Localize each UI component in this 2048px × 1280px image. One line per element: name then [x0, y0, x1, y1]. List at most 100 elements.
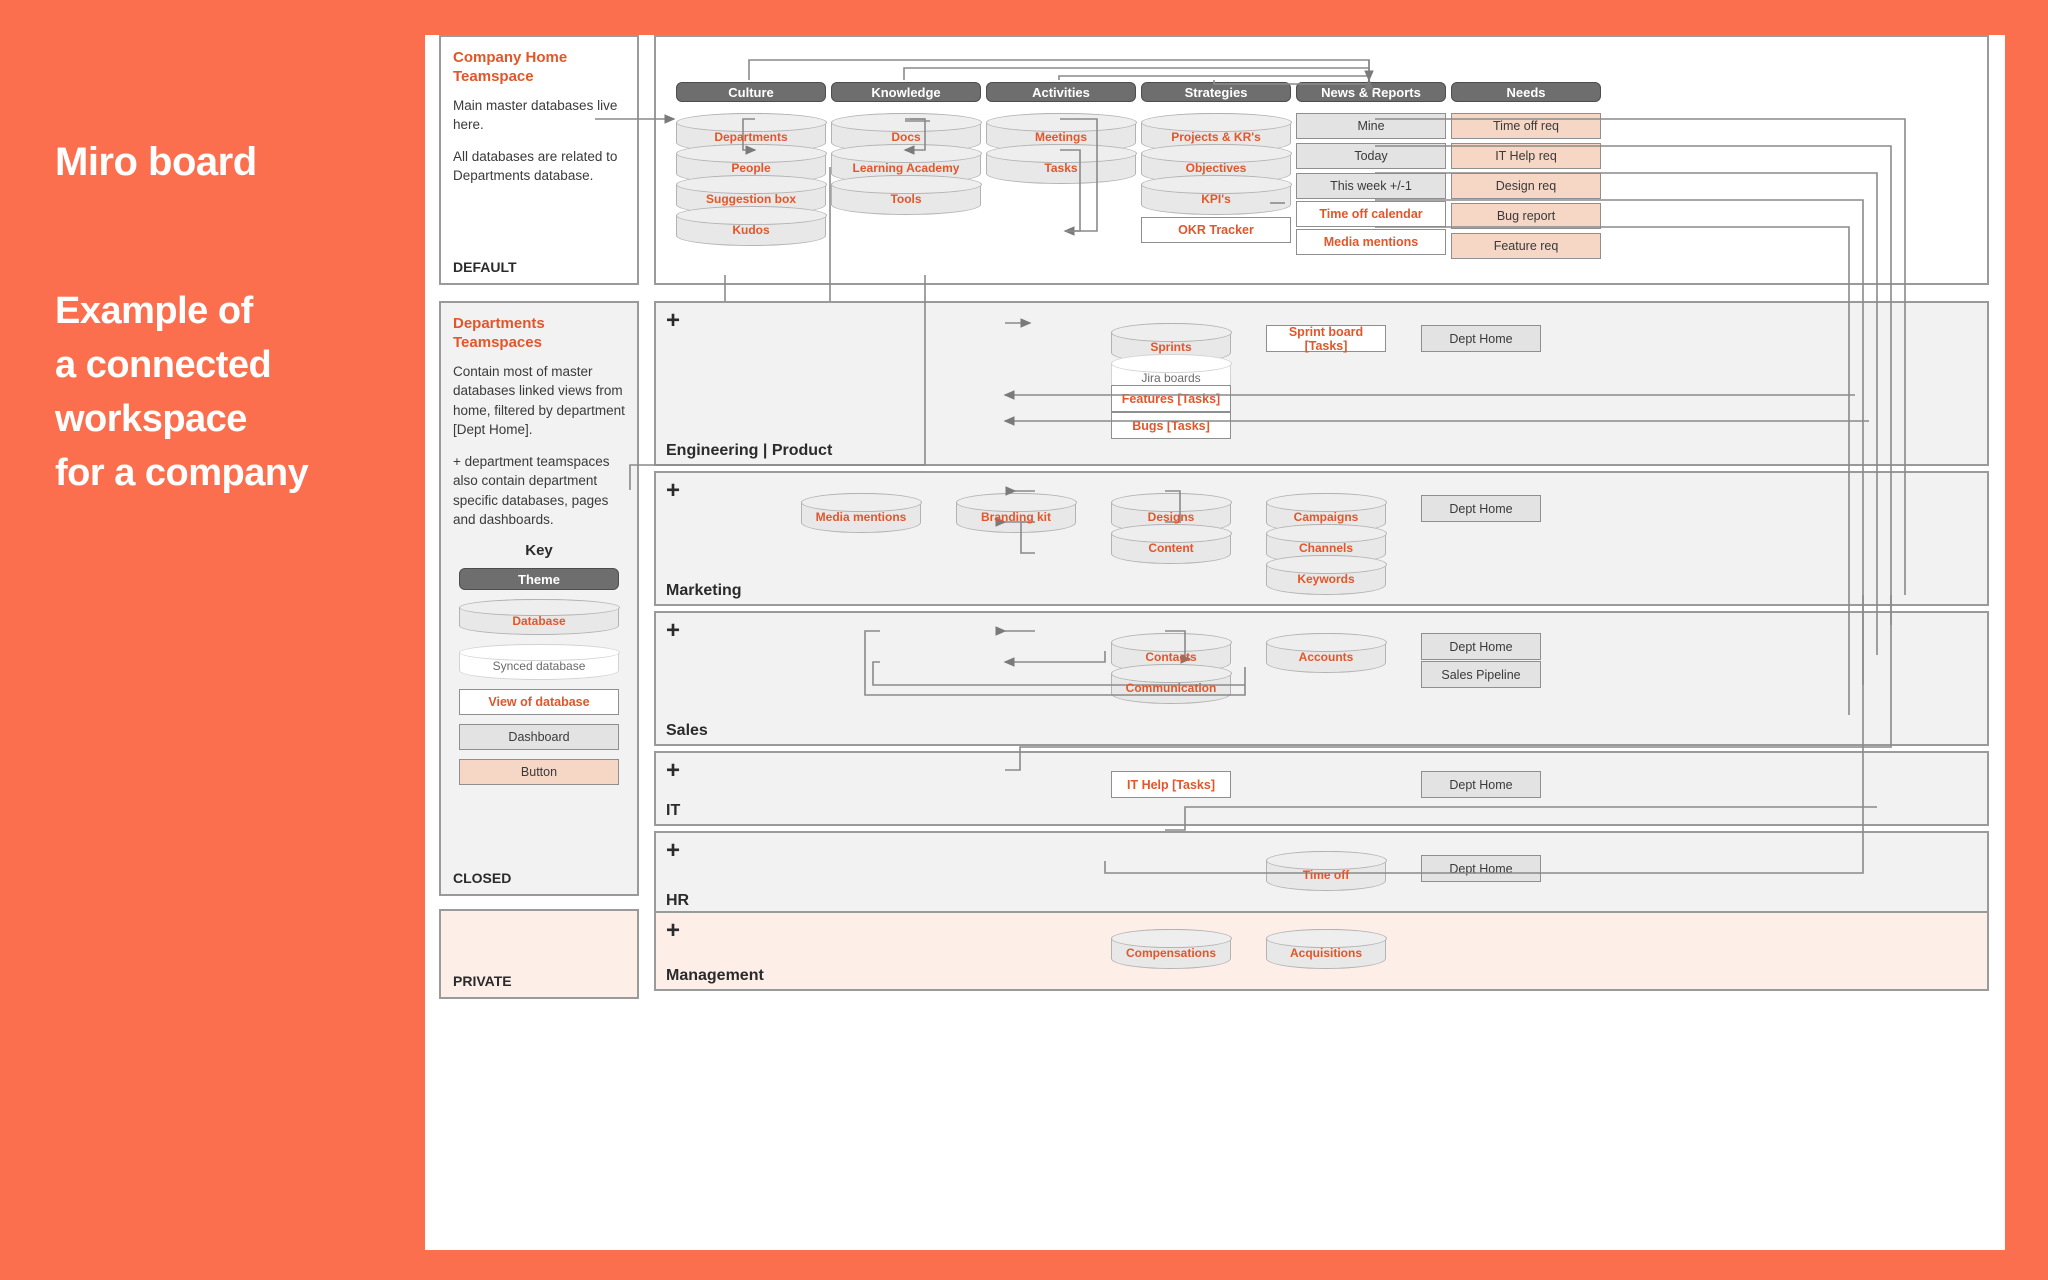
theme-header-3[interactable]: Strategies [1141, 82, 1291, 102]
node-label: Media mentions [815, 510, 907, 524]
node-mine[interactable]: Mine [1296, 113, 1446, 139]
node-label: Dept Home [1449, 777, 1513, 792]
node-jira-boards[interactable]: Jira boards [1110, 353, 1232, 394]
node-label: KPI's [1201, 192, 1231, 206]
theme-header-1[interactable]: Knowledge [831, 82, 981, 102]
node-label: Features [Tasks] [1121, 391, 1221, 406]
theme-header-0[interactable]: Culture [676, 82, 826, 102]
node-features-tasks[interactable]: Features [Tasks] [1111, 385, 1231, 412]
node-dept-home[interactable]: Dept Home [1421, 855, 1541, 882]
node-keywords[interactable]: Keywords [1265, 554, 1387, 595]
node-label: Sprints [1150, 340, 1192, 354]
theme-header-4[interactable]: News & Reports [1296, 82, 1446, 102]
node-it-help-req[interactable]: IT Help req [1451, 143, 1601, 169]
node-kpi-s[interactable]: KPI's [1140, 174, 1292, 215]
key-shape-theme[interactable]: Theme [459, 568, 619, 590]
key-shape-view[interactable]: View of database [459, 689, 619, 715]
key-row-view: View of database [453, 689, 625, 715]
node-branding-kit[interactable]: Branding kit [955, 492, 1077, 533]
node-tasks[interactable]: Tasks [985, 143, 1137, 184]
node-dept-home[interactable]: Dept Home [1421, 325, 1541, 352]
node-label: Activities [1032, 84, 1090, 100]
node-media-mentions[interactable]: Media mentions [1296, 229, 1446, 255]
key-shape-database[interactable]: Database [458, 598, 620, 635]
key-shape-synced[interactable]: Synced database [458, 643, 620, 680]
node-dept-home[interactable]: Dept Home [1421, 495, 1541, 522]
node-time-off-req[interactable]: Time off req [1451, 113, 1601, 139]
key-shape-button[interactable]: Button [459, 759, 619, 785]
node-label: Dept Home [1449, 861, 1513, 876]
node-label: Theme [518, 571, 560, 587]
node-communication[interactable]: Communication [1110, 663, 1232, 704]
node-sales-pipeline[interactable]: Sales Pipeline [1421, 661, 1541, 688]
key-row-dashboard: Dashboard [453, 724, 625, 750]
node-label: Dept Home [1449, 501, 1513, 516]
node-today[interactable]: Today [1296, 143, 1446, 169]
node-design-req[interactable]: Design req [1451, 173, 1601, 199]
node-accounts[interactable]: Accounts [1265, 632, 1387, 673]
node-acquisitions[interactable]: Acquisitions [1265, 928, 1387, 969]
node-label: Bugs [Tasks] [1132, 418, 1210, 433]
theme-header-2[interactable]: Activities [986, 82, 1136, 102]
node-channels[interactable]: Channels [1265, 523, 1387, 564]
node-this-week-1[interactable]: This week +/-1 [1296, 173, 1446, 199]
node-bugs-tasks[interactable]: Bugs [Tasks] [1111, 412, 1231, 439]
node-label: OKR Tracker [1178, 223, 1254, 237]
node-label: View of database [488, 695, 590, 709]
side-panel-paragraph: Main master databases live here. [453, 97, 618, 133]
side-panel-title-line: Teamspaces [453, 333, 542, 351]
node-label: Culture [728, 84, 774, 100]
node-okr-tracker[interactable]: OKR Tracker [1141, 217, 1291, 243]
add-page-plus-icon[interactable]: + [666, 837, 681, 864]
add-page-plus-icon[interactable]: + [666, 617, 681, 644]
key-shape-dashboard[interactable]: Dashboard [459, 724, 619, 750]
node-bug-report[interactable]: Bug report [1451, 203, 1601, 229]
node-content[interactable]: Content [1110, 523, 1232, 564]
node-label: Tools [890, 192, 922, 206]
node-media-mentions[interactable]: Media mentions [800, 492, 922, 533]
node-kudos[interactable]: Kudos [675, 205, 827, 246]
node-label: Bug report [1496, 209, 1556, 223]
node-dept-home[interactable]: Dept Home [1421, 771, 1541, 798]
side-panel-paragraph: All databases are related to Departments… [453, 148, 618, 184]
theme-header-5[interactable]: Needs [1451, 82, 1601, 102]
side-panel-private[interactable]: PRIVATE [439, 909, 639, 999]
key-row-button: Button [453, 759, 625, 785]
node-time-off[interactable]: Time off [1265, 850, 1387, 891]
side-panel-footer: DEFAULT [453, 259, 517, 275]
node-label: Learning Academy [852, 161, 960, 175]
node-label: Tasks [1044, 161, 1078, 175]
node-compensations[interactable]: Compensations [1110, 928, 1232, 969]
department-caption: Sales [666, 722, 708, 739]
node-label: Today [1354, 149, 1388, 163]
node-time-off-calendar[interactable]: Time off calendar [1296, 201, 1446, 227]
node-label: Time off req [1493, 119, 1559, 133]
side-panel-paragraph: + department teamspaces also contain dep… [453, 453, 610, 528]
node-feature-req[interactable]: Feature req [1451, 233, 1601, 259]
node-tools[interactable]: Tools [830, 174, 982, 215]
node-label: Feature req [1493, 239, 1559, 253]
add-page-plus-icon[interactable]: + [666, 917, 681, 944]
add-page-plus-icon[interactable]: + [666, 757, 681, 784]
node-dept-home[interactable]: Dept Home [1421, 633, 1541, 660]
node-sprint-board-tasks[interactable]: Sprint board [Tasks] [1266, 325, 1386, 353]
node-label: Suggestion box [706, 192, 796, 206]
node-it-help-tasks[interactable]: IT Help [Tasks] [1111, 771, 1231, 798]
